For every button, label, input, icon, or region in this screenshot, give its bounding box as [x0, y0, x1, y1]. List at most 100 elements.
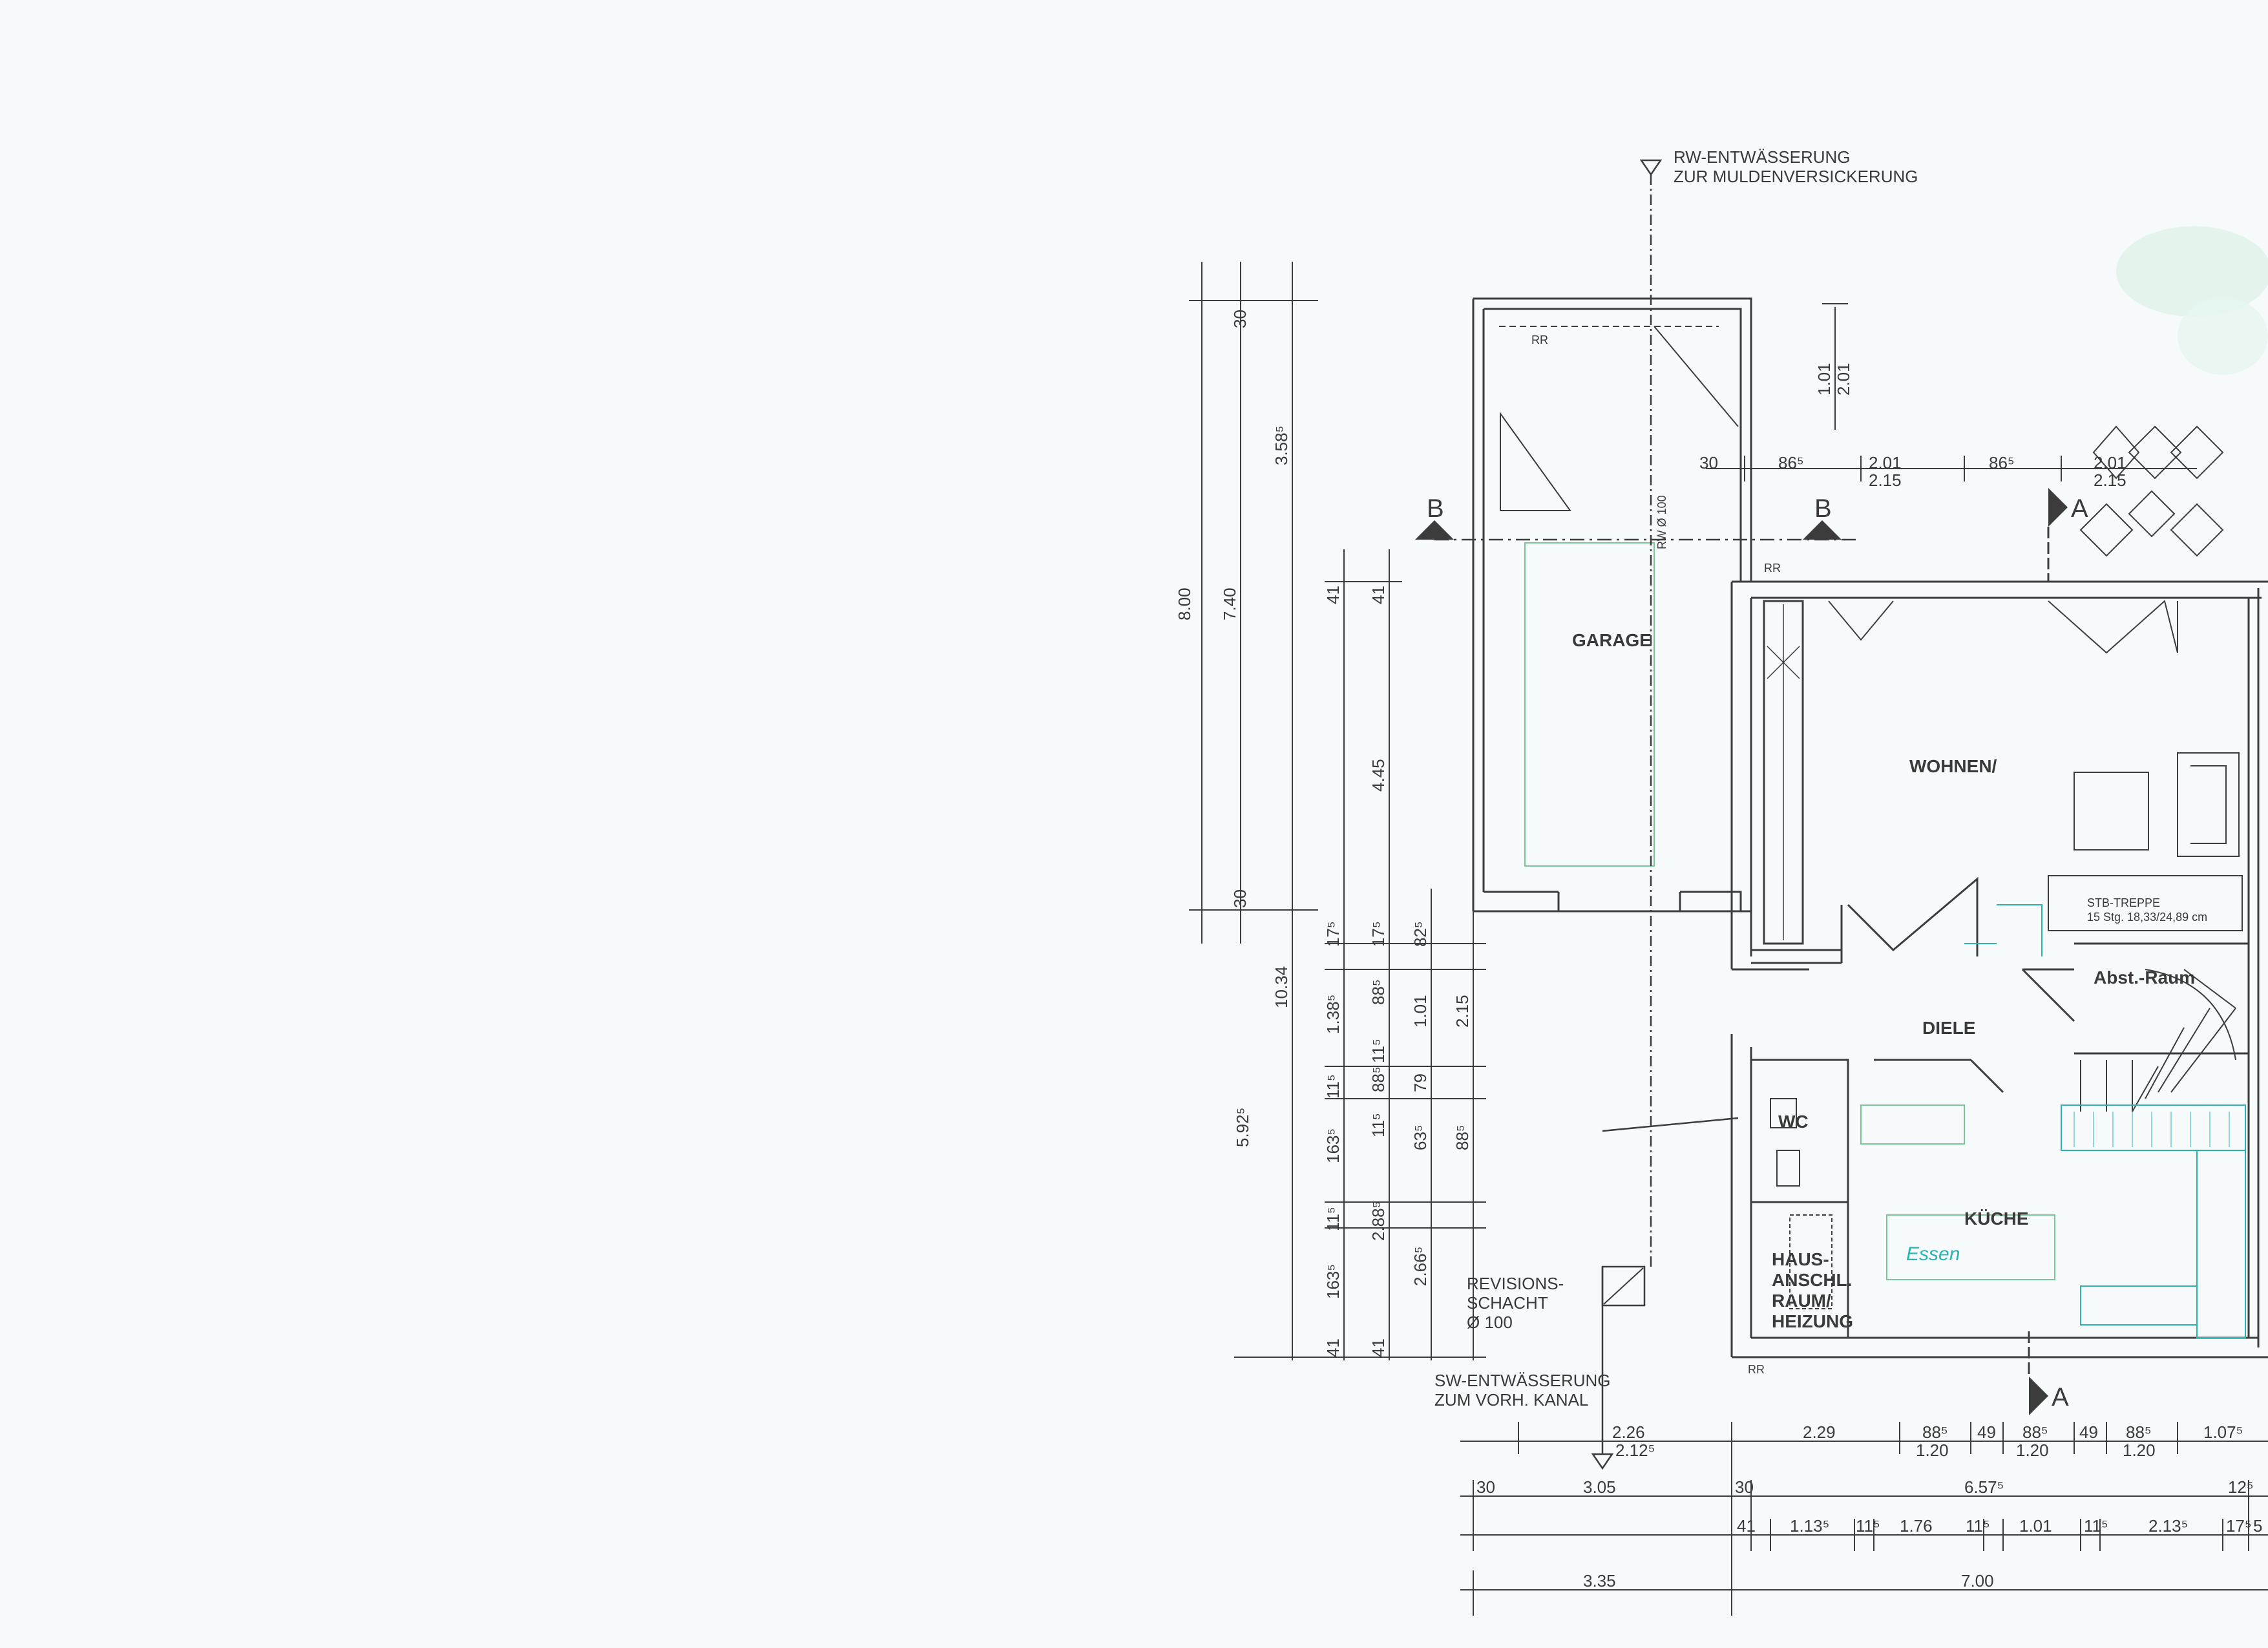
dim-b1-2-26: 2.26 — [1612, 1422, 1645, 1442]
shaft-label-1: REVISIONS- — [1467, 1274, 1564, 1293]
living-furniture — [2074, 752, 2240, 857]
staircase — [2048, 875, 2243, 1112]
dim-door-2-01: 2.01 — [1834, 363, 1853, 396]
stair-label-1: STB-TREPPE — [2087, 896, 2160, 909]
dim-v-41-b: 41 — [1323, 1338, 1343, 1357]
dim-b1-2-29: 2.29 — [1803, 1422, 1836, 1442]
dim-top-2-15-b: 2.15 — [2094, 470, 2126, 490]
dim-b1-49-a: 49 — [1977, 1422, 1996, 1442]
room-kueche: KÜCHE — [1964, 1209, 2029, 1229]
dim-v-8-00: 8.00 — [1175, 587, 1194, 620]
section-a-top-label: A — [2071, 494, 2088, 523]
dim-b3-11-c: 11⁵ — [2084, 1516, 2108, 1536]
room-haus-2: ANSCHL. — [1772, 1270, 1852, 1290]
dim-v-163-b: 163⁵ — [1323, 1264, 1343, 1299]
garage-walls — [1472, 297, 1752, 913]
dim-v-11-b: 11⁵ — [1323, 1207, 1343, 1231]
dim-v-7-40: 7.40 — [1220, 587, 1239, 620]
dim-v-1-38: 1.38⁵ — [1323, 995, 1343, 1034]
drainage-pipe — [1591, 159, 1739, 1470]
dim-top-86-b: 86⁵ — [1989, 453, 2015, 472]
dim-v-17-a: 17⁵ — [1323, 921, 1343, 947]
dim-b3-41: 41 — [1737, 1516, 1756, 1536]
dim-v-1-01: 1.01 — [1411, 995, 1430, 1028]
garage-interior — [1499, 326, 1739, 867]
top-windows — [1828, 600, 2178, 654]
house-walls — [1730, 580, 2268, 1358]
dim-b3-11-a: 11⁵ — [1856, 1516, 1880, 1536]
dim-v-30-top: 30 — [1230, 310, 1250, 328]
rr-label: RR — [1764, 562, 1781, 575]
bottom-dimension-lines — [1460, 1422, 2268, 1616]
dim-v-88-c: 88⁵ — [1453, 1125, 1472, 1150]
room-diele: DIELE — [1922, 1018, 1975, 1038]
dim-top-2-01-b: 2.01 — [2094, 453, 2126, 472]
wc-fixtures — [1770, 1098, 1832, 1309]
dim-b1-88-b: 88⁵ — [2022, 1422, 2048, 1442]
section-b-right-marker — [1803, 520, 1842, 540]
dim-b4-7-00: 7.00 — [1961, 1571, 1994, 1590]
dim-b3-2-13: 2.13⁵ — [2148, 1516, 2188, 1536]
kitchen-counters — [1964, 904, 2246, 1338]
rr-label: RR — [1748, 1363, 1765, 1376]
stair-label-2: 15 Stg. 18,33/24,89 cm — [2087, 911, 2207, 924]
section-b-left-marker — [1415, 520, 1454, 540]
room-abst: Abst.-Raum — [2094, 967, 2195, 988]
dim-v-2-88: 2.88⁵ — [1369, 1201, 1388, 1241]
dim-b3-1-01: 1.01 — [2019, 1516, 2052, 1536]
dim-v-30-mid: 30 — [1230, 889, 1250, 908]
dim-b3-5: 5 — [2253, 1516, 2262, 1536]
section-b-left-label: B — [1427, 494, 1444, 523]
dim-v-3-58: 3.58⁵ — [1272, 426, 1291, 465]
room-essen: Essen — [1906, 1243, 1960, 1265]
dim-top-2-15-a: 2.15 — [1869, 470, 1902, 490]
dim-b1-1-20-a: 1.20 — [1916, 1441, 1949, 1460]
rw-drainage-label-1: RW-ENTWÄSSERUNG — [1674, 147, 1851, 167]
dim-v-11-c: 11⁵ — [1369, 1039, 1388, 1063]
dim-v-63: 63⁵ — [1411, 1125, 1430, 1150]
dim-v-82: 82⁵ — [1411, 921, 1430, 947]
revision-shaft — [1601, 1265, 1646, 1307]
shaft-label-2: SCHACHT — [1467, 1293, 1548, 1313]
dim-b2-30-b: 30 — [1735, 1477, 1754, 1497]
dim-top-2-01-a: 2.01 — [1869, 453, 1902, 472]
dim-b1-1-20-b: 1.20 — [2016, 1441, 2049, 1460]
dim-v-11-d: 11⁵ — [1369, 1113, 1388, 1137]
scan-smudge — [2116, 226, 2268, 317]
sw-drainage-label-2: ZUM VORH. KANAL — [1434, 1390, 1588, 1410]
dim-b2-30-a: 30 — [1476, 1477, 1495, 1497]
room-garage: GARAGE — [1572, 630, 1652, 650]
dim-v-88-a: 88⁵ — [1369, 979, 1388, 1005]
dim-v-5-92: 5.92⁵ — [1233, 1108, 1252, 1147]
room-wohnen: WOHNEN/ — [1909, 756, 1997, 776]
dim-b1-88-c: 88⁵ — [2126, 1422, 2152, 1442]
dim-v-2-66: 2.66⁵ — [1411, 1247, 1430, 1286]
door-swing — [1847, 876, 1979, 956]
dim-b1-1-07: 1.07⁵ — [2203, 1422, 2243, 1442]
section-a-bottom-label: A — [2052, 1383, 2069, 1411]
room-haus-1: HAUS- — [1772, 1249, 1829, 1269]
section-b-right-label: B — [1814, 494, 1832, 523]
pipe-label: RW Ø 100 — [1655, 495, 1668, 549]
room-haus-3: RAUM/ — [1772, 1291, 1831, 1311]
section-a-top-marker — [2048, 488, 2068, 527]
sw-drainage-label-1: SW-ENTWÄSSERUNG — [1434, 1371, 1611, 1390]
rr-label: RR — [1531, 333, 1548, 346]
scan-smudge — [2178, 297, 2268, 375]
dim-v-2-15: 2.15 — [1453, 995, 1472, 1028]
dim-door-1-01: 1.01 — [1814, 363, 1834, 396]
dim-v-163-a: 163⁵ — [1323, 1128, 1343, 1163]
top-dimension-lines — [1706, 456, 2197, 481]
dim-b3-17: 17⁵ — [2226, 1516, 2252, 1536]
dim-b3-1-13: 1.13⁵ — [1790, 1516, 1829, 1536]
dim-b1-88-a: 88⁵ — [1922, 1422, 1948, 1442]
dim-b3-1-76: 1.76 — [1900, 1516, 1933, 1536]
room-wc: WC — [1778, 1112, 1809, 1132]
revision-shaft-diagonal — [1603, 1267, 1644, 1305]
dim-v-41-c: 41 — [1369, 586, 1388, 604]
dim-top-86-a: 86⁵ — [1778, 453, 1804, 472]
dim-v-11-a: 11⁵ — [1323, 1074, 1343, 1099]
dim-v-41-a: 41 — [1323, 586, 1343, 604]
dim-v-10-34: 10.34 — [1272, 966, 1291, 1008]
